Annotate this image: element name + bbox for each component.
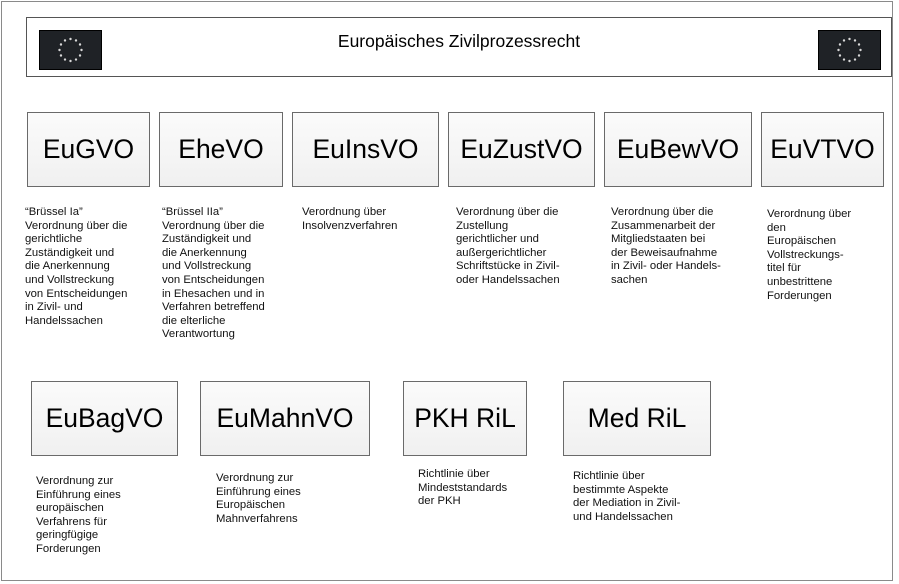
header-banner: Europäisches Zivilprozessrecht [26,17,892,77]
regulation-box-eubewvo: EuBewVO [604,112,752,187]
regulation-desc-eubewvo: Verordnung über die Zusammenarbeit der M… [611,206,721,286]
regulation-box-eubagvo: EuBagVO [31,381,178,456]
eu-flag-icon-right [818,30,881,70]
regulation-desc-eubagvo: Verordnung zur Einführung eines europäis… [36,475,121,555]
page-title: Europäisches Zivilprozessrecht [337,31,581,51]
regulation-box-pkh-ril: PKH RiL [403,381,527,456]
regulation-box-euzustvo: EuZustVO [448,112,595,187]
regulation-box-ehevo: EheVO [159,112,283,187]
eu-flag-icon-left [39,30,102,70]
regulation-desc-euvtvo: Verordnung über den Europäischen Vollstr… [767,208,852,302]
regulation-desc-pkh-ril: Richtlinie über Mindeststandards der PKH [418,468,508,508]
regulation-desc-eumahnvo: Verordnung zur Einführung eines Europäis… [216,472,301,525]
regulation-box-euinsvo: EuInsVO [292,112,439,187]
regulation-box-euvtvo: EuVTVO [761,112,884,187]
regulation-desc-med-ril: Richtlinie über bestimmte Aspekte der Me… [573,470,681,523]
regulation-desc-eugvo: “Brüssel Ia” Verordnung über die gericht… [25,206,128,327]
regulation-box-eumahnvo: EuMahnVO [200,381,370,456]
regulation-desc-euinsvo: Verordnung über Insolvenzverfahren [302,206,398,232]
regulation-desc-euzustvo: Verordnung über die Zustellung gerichtli… [456,206,560,286]
regulation-box-eugvo: EuGVO [27,112,150,187]
regulation-desc-ehevo: “Brüssel IIa” Verordnung über die Zustän… [162,206,265,341]
regulation-box-med-ril: Med RiL [563,381,711,456]
